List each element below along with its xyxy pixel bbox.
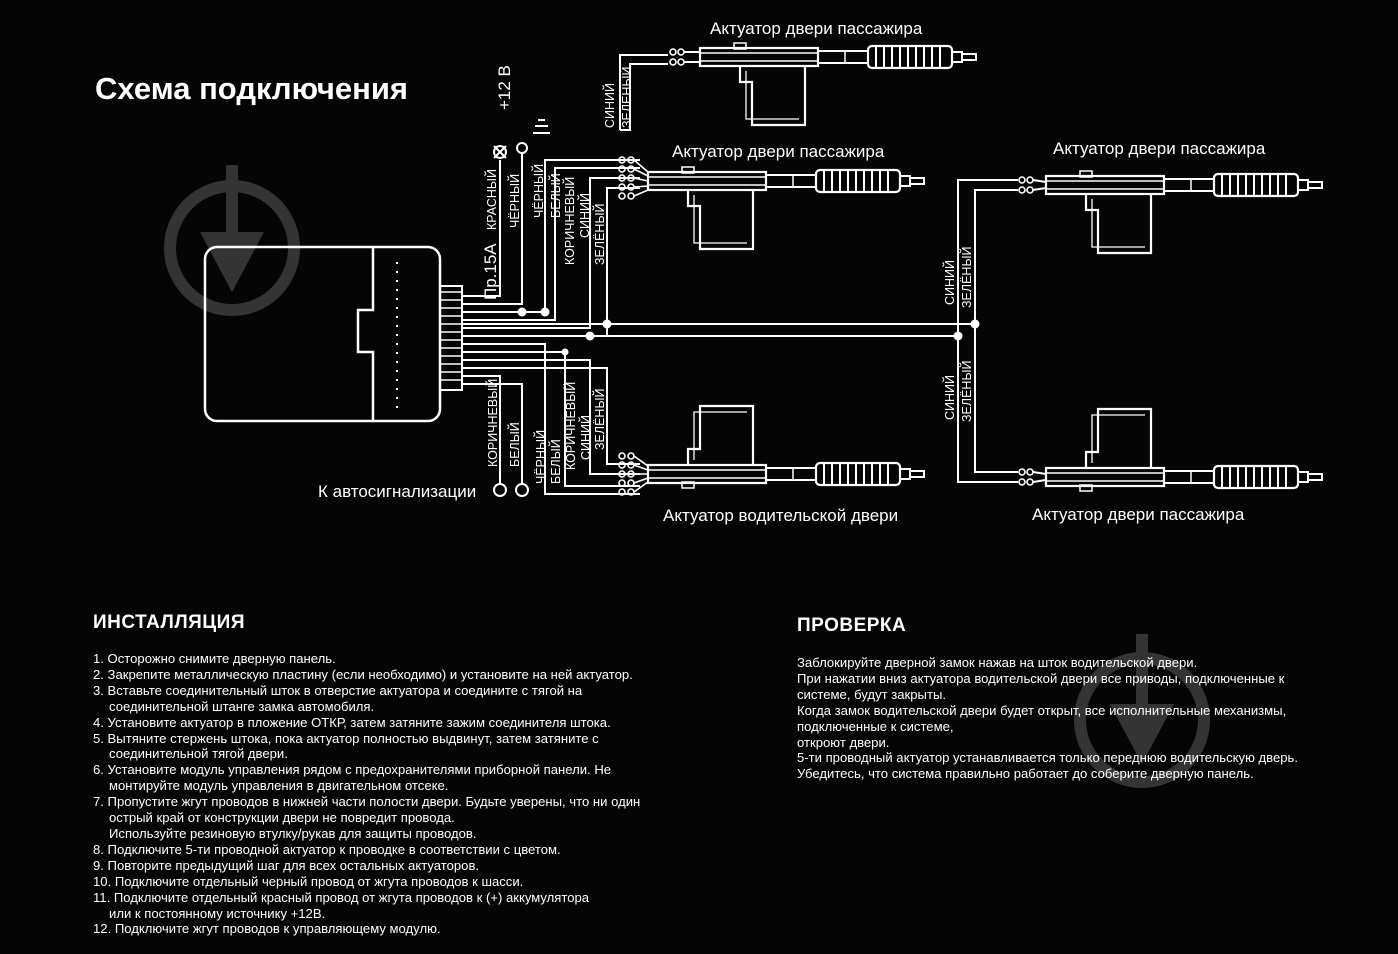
install-step-line: 9. Повторите предыдущий шаг для всех ост… [93,857,480,873]
to-alarm-label: К автосигнализации [318,482,476,501]
install-step-line: острый край от конструкции двери не повр… [109,810,455,826]
passenger-actuator-right-bottom: Актуатор двери пассажира СИНИЙ ЗЕЛЁНЫЙ [942,324,1324,524]
check-line: Заблокируйте дверной замок нажав на шток… [797,655,1198,670]
install-step: 11. Подключите отдельный красный провод … [93,890,753,922]
wire-label-green: ЗЕЛЁНЫЙ [619,66,634,128]
wire-label-brown-a: КОРИЧНЕВЫЙ [562,177,577,265]
install-step-line: 10. Подключите отдельный черный провод о… [93,873,524,889]
plus12-label: +12 В [495,65,514,110]
diagram-title: Схема подключения [95,71,408,106]
wire-label-red: КРАСНЫЙ [484,169,499,230]
wire-label-green: ЗЕЛЁНЫЙ [959,360,974,422]
wire-label-blue: СИНИЙ [942,260,957,305]
passenger-actuator-right-top: Актуатор двери пассажира СИНИЙ ЗЕЛЁНЫЙ [942,139,1324,336]
wire-label-green-a: ЗЕЛЁНЫЙ [592,203,607,265]
install-step-line: 5. Вытяните стержень штока, пока актуато… [93,730,599,746]
install-step: 5. Вытяните стержень штока, пока актуато… [93,731,753,763]
install-step-line: 1. Осторожно снимите дверную панель. [93,651,336,666]
actuator-label: Актуатор двери пассажира [710,19,923,38]
check-line: 5-ти проводный актуатор устанавливается … [797,750,1299,766]
install-step-line: 3. Вставьте соединительный шток в отверс… [93,682,583,698]
wire-label-brown-alarm: КОРИЧНЕВЫЙ [485,379,500,467]
driver-actuator-label: Актуатор водительской двери [663,506,898,525]
install-step-line: 6. Установите модуль управления рядом с … [93,762,612,778]
wire-label-black-top: ЧЁРНЫЙ [507,174,522,228]
driver-actuator: Актуатор водительской двери [618,404,926,525]
install-step: 3. Вставьте соединительный шток в отверс… [93,683,753,715]
install-step: 10. Подключите отдельный черный провод о… [93,874,753,890]
install-step: 2. Закрепите металлическую пластину (есл… [93,667,753,683]
fuse-label: Пр.15А [481,243,500,300]
install-step-line: 4. Установите актуатор в пложение ОТКР, … [93,714,611,730]
install-step: 9. Повторите предыдущий шаг для всех ост… [93,858,753,874]
wire-label-white-alarm: БЕЛЫЙ [507,422,522,467]
install-step: 4. Установите актуатор в пложение ОТКР, … [93,715,753,731]
check-line: системе, будут закрыты. [797,686,946,702]
install-step-line: 7. Пропустите жгут проводов в нижней час… [93,794,641,810]
wire-label-green-b: ЗЕЛЁНЫЙ [592,388,607,450]
actuator-label: Актуатор двери пассажира [1053,139,1266,158]
install-step-line: 8. Подключите 5-ти проводной актуатор к … [93,841,561,857]
install-step-line: 12. Подключите жгут проводов к управляющ… [93,921,441,937]
check-line: подключенные к системе, [797,718,954,734]
check-line: При нажатии вниз актуатора водительской … [797,670,1285,686]
power-terminals [493,119,550,159]
check-line: Убедитесь, что система правильно работае… [797,766,1254,782]
install-step-line: монтируйте модуль управления в двигатель… [109,778,449,794]
install-step: 6. Установите модуль управления рядом с … [93,762,753,794]
actuator-label: Актуатор двери пассажира [1032,505,1245,524]
install-step-line: соединительной тягой двери. [109,746,288,762]
wire-label-blue: СИНИЙ [942,375,957,420]
alarm-terminals [493,483,529,497]
watermark-icon [164,165,300,316]
install-step-line: соединительной штанге замка автомобиля. [109,698,375,714]
check-heading: ПРОВЕРКА [797,615,907,636]
harness-lines [440,291,462,381]
install-step-line: 2. Закрепите металлическую пластину (есл… [93,666,633,682]
check-line: откроют двери. [797,734,890,750]
wire-label-blue-a: СИНИЙ [577,193,592,238]
main-wires [462,152,975,495]
install-step-line: или к постоянному источнику +12В. [109,905,326,921]
watermark-icon [1074,634,1210,788]
junction-dots [517,307,980,356]
wire-label-blue-b: СИНИЙ [578,415,593,460]
wire-label-green: ЗЕЛЁНЫЙ [959,246,974,308]
passenger-actuator-top: Актуатор двери пассажира СИНИЙ ЗЕЛЁНЫЙ [602,19,978,131]
install-step-line: Используйте резиновую втулку/рукав для з… [109,825,477,841]
wire-label-black-b: ЧЁРНЫЙ [533,430,548,484]
passenger-actuator-middle: Актуатор двери пассажира [618,142,926,251]
install-steps: 1. Осторожно снимите дверную панель.2. З… [93,651,753,937]
control-module [203,245,463,423]
wire-label-black-a: ЧЁРНЫЙ [531,164,546,218]
install-step: 7. Пропустите жгут проводов в нижней час… [93,794,753,842]
wire-label-white-b: БЕЛЫЙ [548,439,563,484]
install-step: 1. Осторожно снимите дверную панель. [93,651,753,667]
install-step: 8. Подключите 5-ти проводной актуатор к … [93,842,753,858]
wiring-diagram: Схема подключения [95,19,1324,525]
actuator-label: Актуатор двери пассажира [672,142,885,161]
install-step: 12. Подключите жгут проводов к управляющ… [93,921,753,937]
check-text: Заблокируйте дверной замок нажав на шток… [797,655,1377,782]
check-line: Когда замок водительской двери будет отк… [797,702,1287,718]
wire-label-blue: СИНИЙ [602,83,617,128]
install-heading: ИНСТАЛЛЯЦИЯ [93,612,245,633]
install-step-line: 11. Подключите отдельный красный провод … [93,889,590,905]
wire-label-white-a: БЕЛЫЙ [548,173,563,218]
wire-label-brown-b: КОРИЧНЕВЫЙ [563,382,578,470]
